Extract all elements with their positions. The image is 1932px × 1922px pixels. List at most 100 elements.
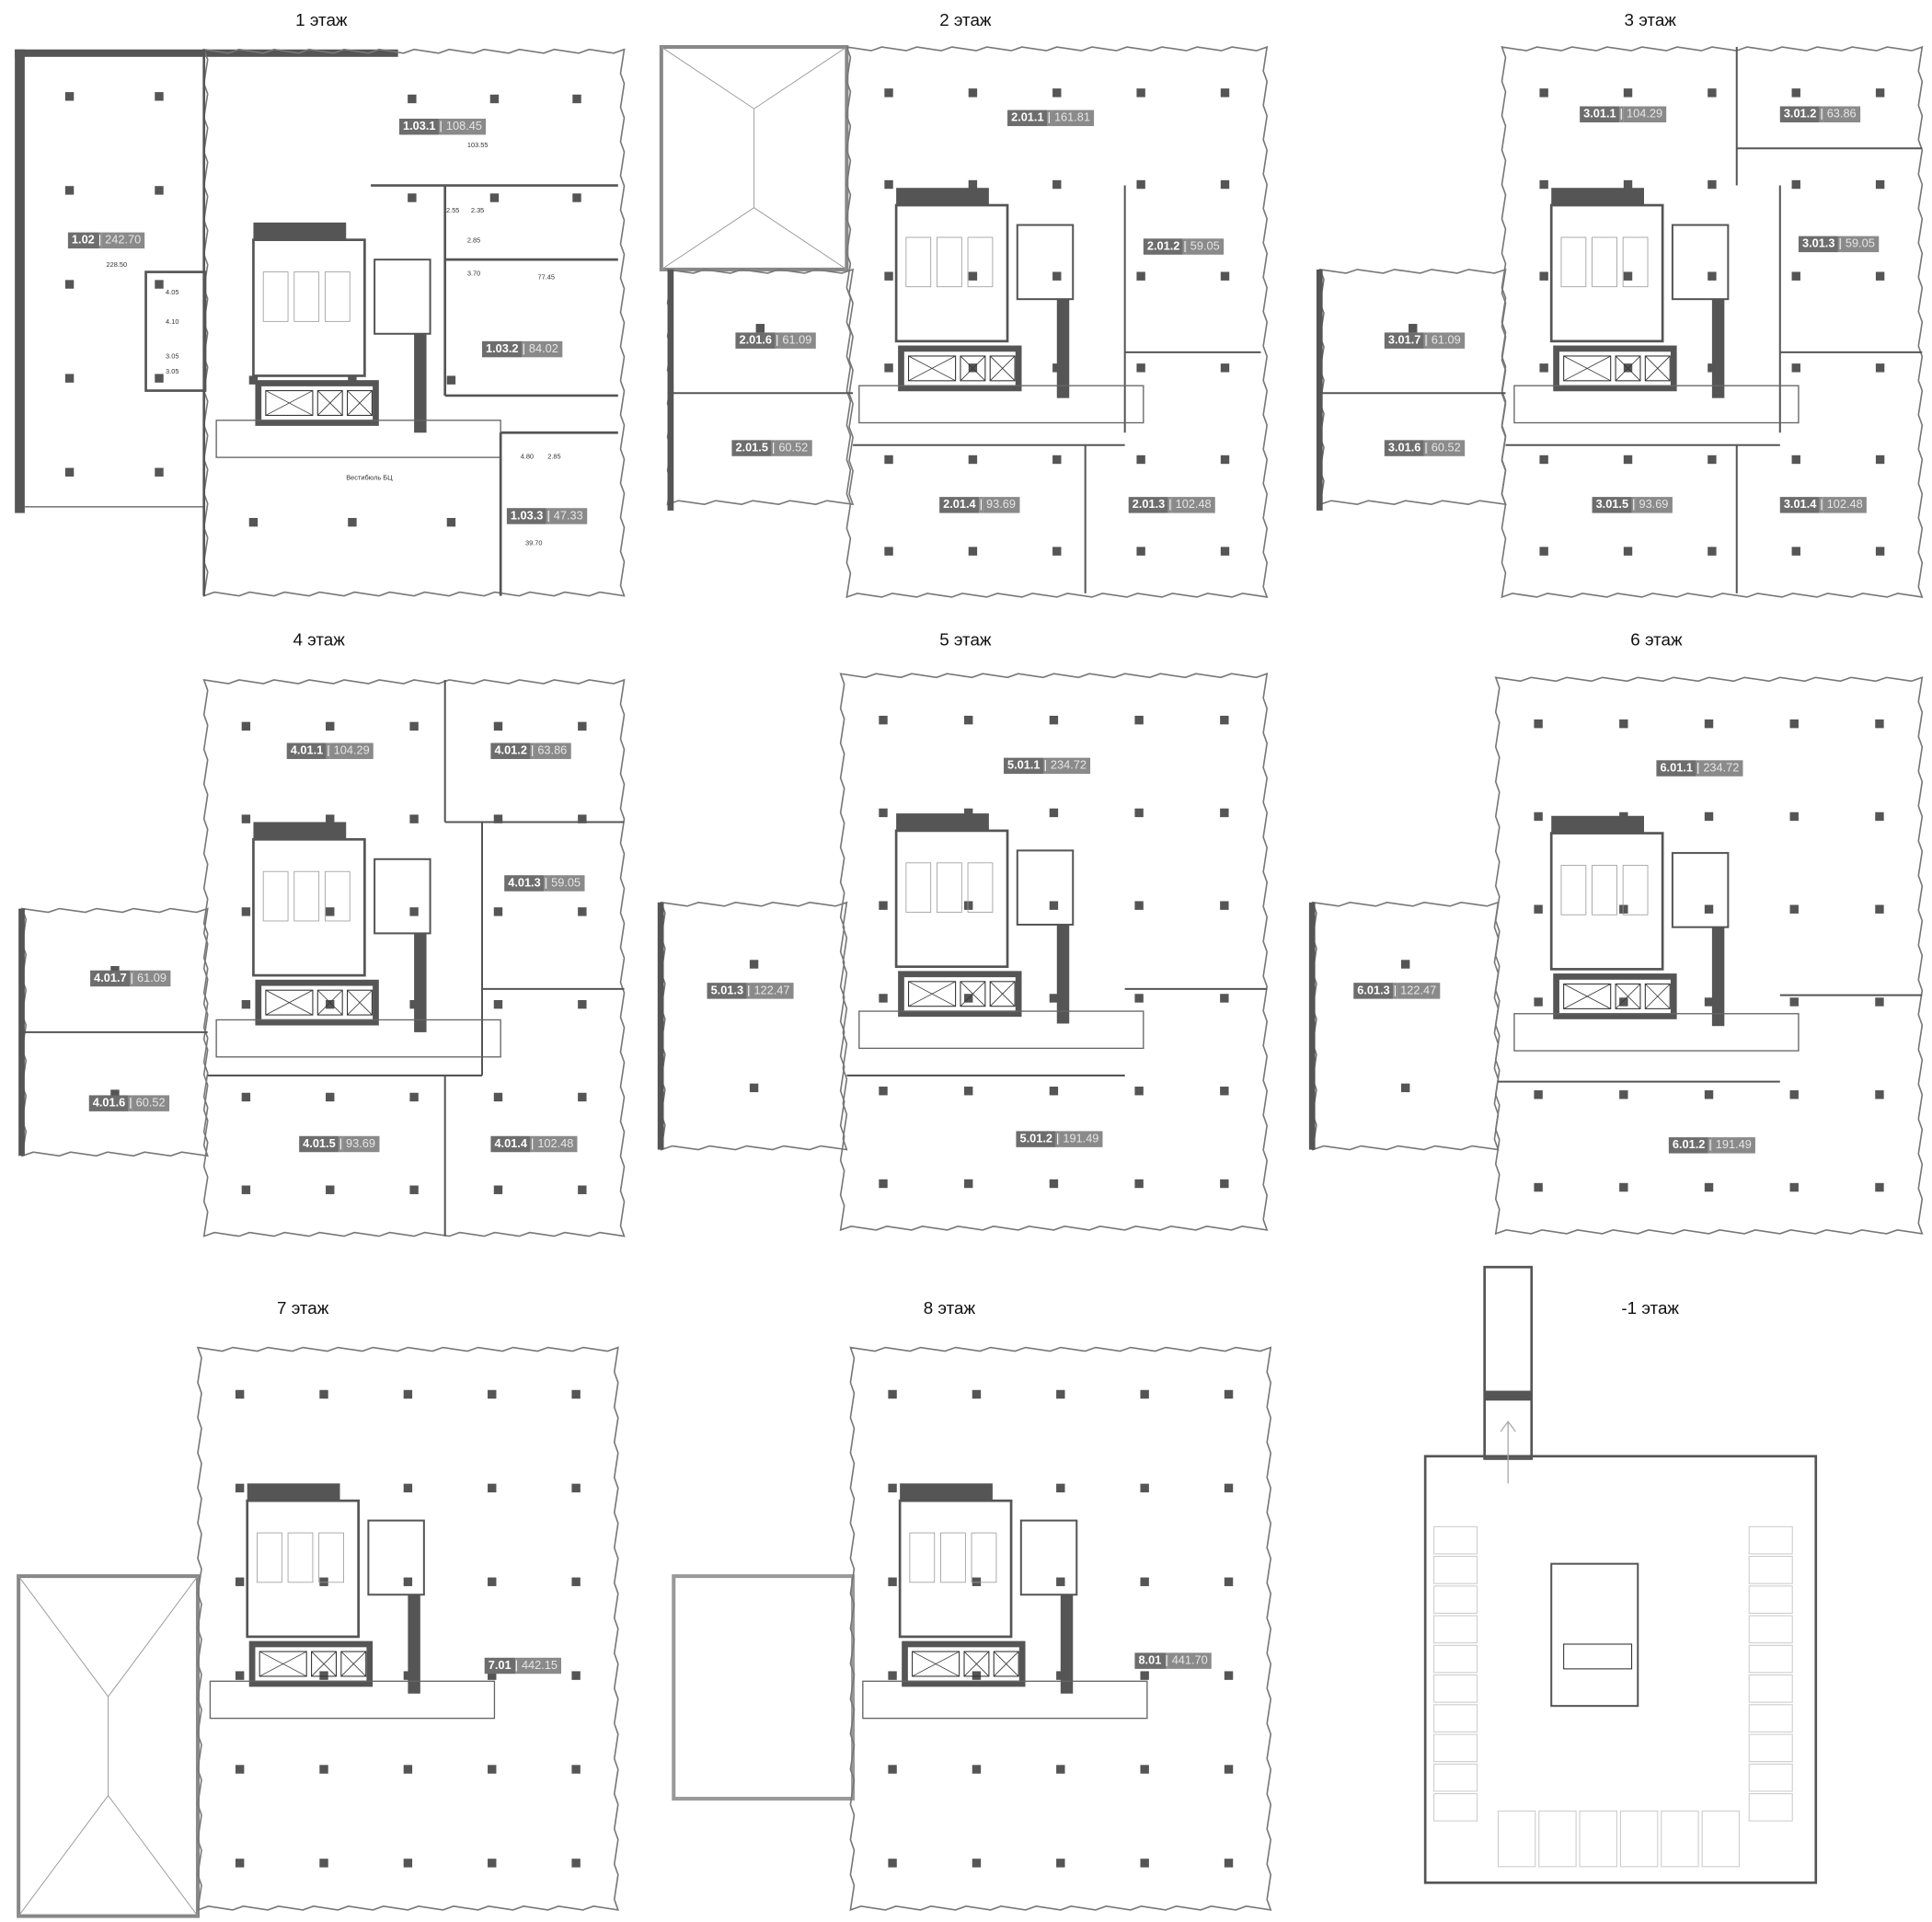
unit-label[interactable]: 6.01.3|122.47 bbox=[1353, 983, 1441, 999]
unit-separator: | bbox=[530, 1135, 535, 1153]
unit-label[interactable]: 1.03.2|84.02 bbox=[482, 340, 562, 358]
column bbox=[879, 994, 888, 1003]
column bbox=[1875, 179, 1885, 190]
core-wall bbox=[896, 188, 989, 206]
terrace bbox=[17, 1574, 200, 1918]
unit-label[interactable]: 2.01.2|59.05 bbox=[1143, 238, 1224, 255]
elevator-cross bbox=[1645, 984, 1671, 1009]
unit-label[interactable]: 3.01.7|61.09 bbox=[1384, 332, 1465, 349]
column bbox=[489, 94, 500, 104]
column bbox=[235, 1483, 245, 1493]
column bbox=[488, 1483, 497, 1493]
unit-area: 61.09 bbox=[132, 970, 170, 987]
column bbox=[403, 1577, 413, 1586]
room-area-note: 4.10 bbox=[166, 318, 179, 327]
unit-label[interactable]: 2.01.5|60.52 bbox=[731, 440, 812, 456]
column bbox=[964, 808, 973, 818]
column bbox=[241, 999, 251, 1009]
unit-label[interactable]: 3.01.6|60.52 bbox=[1384, 440, 1465, 456]
elevator bbox=[1644, 983, 1671, 1009]
room-area-note: 3.05 bbox=[166, 353, 179, 362]
column bbox=[572, 193, 581, 202]
shaft-wall bbox=[1056, 925, 1070, 1024]
unit-label[interactable]: 2.01.6|61.09 bbox=[735, 332, 816, 349]
column bbox=[972, 1577, 982, 1586]
unit-label[interactable]: 5.01.3|122.47 bbox=[707, 983, 794, 999]
column bbox=[1049, 994, 1059, 1003]
unit-area: 63.86 bbox=[534, 742, 571, 759]
column bbox=[749, 1083, 759, 1093]
unit-label[interactable]: 4.01.1|104.29 bbox=[286, 742, 374, 759]
terrace bbox=[659, 45, 849, 271]
unit-label[interactable]: 2.01.1|161.81 bbox=[1007, 109, 1095, 127]
unit-label[interactable]: 5.01.2|191.49 bbox=[1016, 1131, 1103, 1147]
parking-space bbox=[1433, 1615, 1478, 1644]
column bbox=[326, 999, 335, 1009]
unit-label[interactable]: 6.01.2|191.49 bbox=[1668, 1137, 1755, 1154]
unit-label[interactable]: 3.01.1|104.29 bbox=[1580, 106, 1667, 123]
column bbox=[1220, 715, 1229, 725]
column bbox=[1220, 1179, 1229, 1189]
column bbox=[972, 1859, 982, 1868]
unit-label[interactable]: 7.01|442.15 bbox=[484, 1657, 562, 1675]
unit-label[interactable]: 6.01.1|234.72 bbox=[1656, 760, 1743, 777]
unit-label[interactable]: 4.01.3|59.05 bbox=[504, 875, 585, 892]
elevator-block bbox=[898, 345, 1022, 392]
column bbox=[1052, 271, 1062, 281]
column bbox=[972, 1765, 982, 1774]
column bbox=[968, 455, 978, 465]
floor-title-8: 8 этаж bbox=[923, 1297, 976, 1318]
stair-core bbox=[246, 1499, 360, 1639]
unit-label[interactable]: 3.01.2|63.86 bbox=[1779, 106, 1860, 123]
unit-label[interactable]: 8.01|441.70 bbox=[1134, 1652, 1212, 1669]
column bbox=[884, 455, 893, 465]
column bbox=[488, 1765, 497, 1774]
unit-separator: | bbox=[327, 742, 330, 759]
unit-id: 2.01.3 bbox=[1128, 497, 1169, 513]
unit-label[interactable]: 3.01.3|59.05 bbox=[1798, 236, 1879, 253]
terrace-inner bbox=[21, 1579, 195, 1914]
unit-label[interactable]: 4.01.4|102.48 bbox=[490, 1135, 578, 1153]
unit-label[interactable]: 4.01.5|93.69 bbox=[299, 1135, 380, 1153]
unit-label[interactable]: 2.01.4|93.69 bbox=[939, 497, 1020, 513]
unit-area: 63.86 bbox=[1823, 106, 1860, 123]
column bbox=[493, 1185, 503, 1194]
shaft-wall bbox=[408, 1594, 420, 1694]
column bbox=[1136, 363, 1145, 373]
column bbox=[1224, 1389, 1234, 1399]
unit-label[interactable]: 2.01.3|102.48 bbox=[1128, 497, 1215, 513]
column bbox=[1708, 88, 1717, 98]
parking-space bbox=[1619, 1810, 1659, 1868]
unit-label[interactable]: 4.01.7|61.09 bbox=[90, 970, 170, 987]
unit-area: 102.48 bbox=[1171, 497, 1215, 513]
unit-label[interactable]: 1.02|242.70 bbox=[67, 232, 145, 249]
column bbox=[1049, 715, 1059, 725]
column bbox=[1136, 547, 1145, 556]
unit-label[interactable]: 4.01.6|60.52 bbox=[88, 1095, 169, 1111]
unit-id: 5.01.2 bbox=[1016, 1131, 1057, 1147]
column bbox=[403, 1859, 413, 1868]
elevator-cross bbox=[989, 981, 1016, 1007]
unit-label[interactable]: 1.03.1|108.45 bbox=[398, 118, 486, 135]
parking-space bbox=[1433, 1585, 1478, 1614]
unit-separator: | bbox=[1393, 983, 1397, 999]
unit-label[interactable]: 4.01.2|63.86 bbox=[490, 742, 571, 759]
column bbox=[408, 193, 417, 202]
column bbox=[888, 1389, 897, 1399]
column bbox=[1136, 455, 1145, 465]
unit-id: 1.03.3 bbox=[506, 508, 547, 524]
column bbox=[1708, 271, 1717, 281]
unit-label[interactable]: 3.01.4|102.48 bbox=[1779, 497, 1867, 513]
staircase bbox=[905, 236, 932, 288]
parking-space bbox=[1748, 1733, 1793, 1763]
unit-label[interactable]: 1.03.3|47.33 bbox=[506, 508, 587, 524]
column bbox=[403, 1389, 413, 1399]
stair-core bbox=[898, 1499, 1013, 1639]
unit-label[interactable]: 5.01.1|234.72 bbox=[1004, 757, 1090, 775]
column bbox=[1619, 997, 1628, 1007]
lobby-label: Вестибюль БЦ bbox=[346, 474, 393, 483]
unit-label[interactable]: 3.01.5|93.69 bbox=[1592, 497, 1673, 513]
terrace-roof-lines bbox=[661, 46, 847, 270]
staircase bbox=[262, 870, 289, 922]
floor-title-minus1: -1 этаж bbox=[1621, 1297, 1680, 1318]
